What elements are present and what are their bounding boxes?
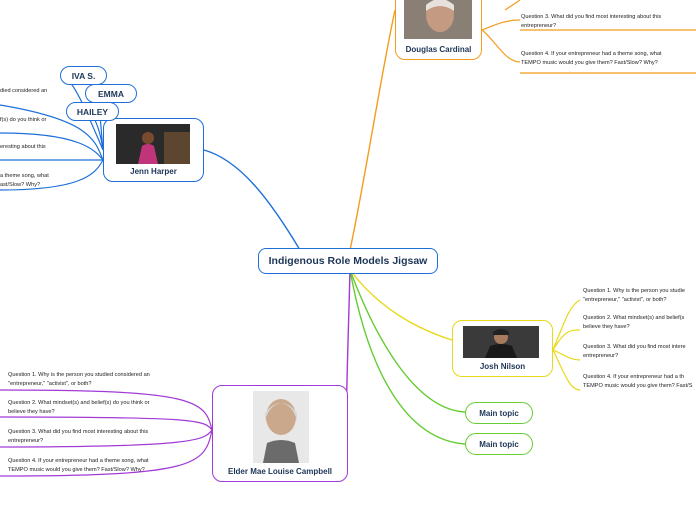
elder-question-4[interactable]: Question 4. If your entrepreneur had a t… [8,458,149,473]
douglas-cardinal-label: Douglas Cardinal [405,45,472,54]
josh-question-4[interactable]: Question 4. If your entrepreneur had a t… [583,374,693,389]
josh-question-1[interactable]: Question 1. Why is the person you studie… [583,288,685,303]
participant-emma[interactable]: EMMA [85,84,137,103]
elder-question-1[interactable]: Question 1. Why is the person you studie… [8,372,150,387]
main-topic-1[interactable]: Main topic [465,402,533,424]
link-central-douglas [349,9,396,251]
topic-douglas-cardinal[interactable]: Douglas Cardinal [395,0,482,60]
jenn-question-2[interactable]: f(s) do you think or [0,117,47,123]
link-douglas-questions [481,0,696,74]
link-central-jenn [203,149,301,251]
topic-jenn-harper[interactable]: Jenn Harper [103,118,204,182]
douglas-question-4[interactable]: Question 4. If your entrepreneur had a t… [521,51,662,66]
link-central-main2 [349,269,466,445]
link-elder-questions [0,389,213,477]
elder-mae-photo [253,391,309,463]
jenn-harper-label: Jenn Harper [130,167,177,176]
josh-nilson-photo [463,326,539,358]
josh-question-3[interactable]: Question 3. What did you find most inter… [583,344,686,359]
topic-elder-mae-louise-campbell[interactable]: Elder Mae Louise Campbell [212,385,348,482]
elder-question-3[interactable]: Question 3. What did you find most inter… [8,429,149,444]
douglas-question-3[interactable]: Question 3. What did you find most inter… [521,14,662,29]
link-central-main1 [349,269,466,413]
josh-nilson-label: Josh Nilson [479,362,526,371]
jenn-question-3[interactable]: eresting about this [0,144,46,150]
central-topic[interactable]: Indigenous Role Models Jigsaw [258,248,438,274]
elder-mae-label: Elder Mae Louise Campbell [227,467,333,476]
topic-josh-nilson[interactable]: Josh Nilson [452,320,553,377]
douglas-cardinal-photo [404,0,472,39]
link-jenn-questions [0,104,104,191]
jenn-question-1[interactable]: died considered an [0,88,48,94]
participant-iva[interactable]: IVA S. [60,66,107,85]
participant-hailey[interactable]: HAILEY [66,102,119,121]
josh-question-2[interactable]: Question 2. What mindset(s) and belief(s… [583,315,685,330]
main-topic-2[interactable]: Main topic [465,433,533,455]
link-central-josh [349,269,453,341]
jenn-harper-photo [116,124,190,164]
link-josh-questions [552,299,581,391]
elder-question-2[interactable]: Question 2. What mindset(s) and belief(s… [8,400,150,415]
